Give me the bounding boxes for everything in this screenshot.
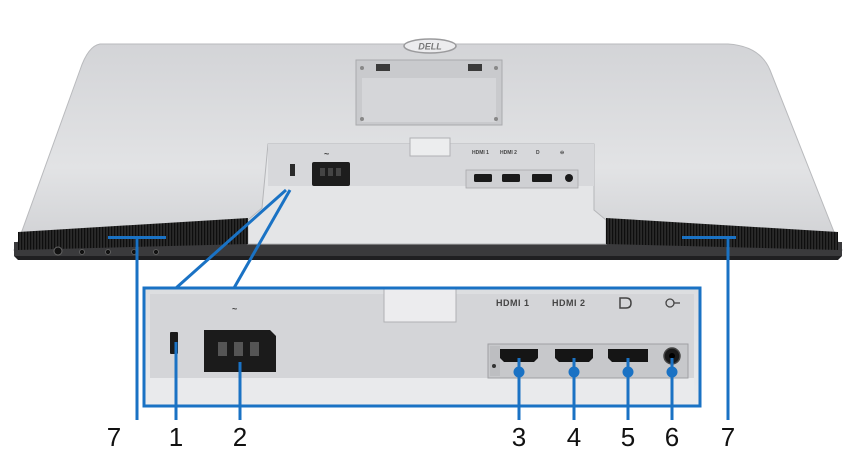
callout-4: 4 [567, 422, 581, 452]
svg-text:DELL: DELL [418, 42, 442, 52]
hdmi-2-label: HDMI 2 [552, 298, 586, 308]
svg-text:~: ~ [324, 149, 330, 159]
vesa-screw-hole [376, 64, 390, 71]
hdmi-1-label: HDMI 1 [496, 298, 530, 308]
svg-text:~: ~ [232, 304, 238, 314]
cable-clip [383, 287, 457, 323]
control-buttons [53, 246, 159, 256]
callout-7-right: 7 [721, 422, 735, 452]
hdmi-2-port [555, 349, 593, 362]
bottom-vent-right [606, 218, 838, 250]
svg-text:HDMI 1: HDMI 1 [472, 150, 489, 156]
security-lock-slot-small [290, 164, 295, 176]
displayport-icon [619, 297, 632, 309]
svg-text:HDMI 2: HDMI 2 [500, 150, 517, 156]
bottom-vent-left [18, 218, 248, 250]
displayport [608, 349, 648, 362]
vesa-mount-recess [355, 59, 503, 126]
callout-5: 5 [621, 422, 635, 452]
dell-logo: DELL [403, 38, 457, 54]
io-panel-zoom: ~ HDMI 1 HDMI 2 [142, 286, 702, 408]
callout-leaders [135, 238, 730, 420]
vesa-screw-hole [468, 64, 482, 71]
callout-2: 2 [233, 422, 247, 452]
zoom-connector [175, 188, 292, 290]
svg-text:⊖: ⊖ [560, 150, 564, 156]
audio-jack-small [565, 174, 573, 182]
zoom-frame [142, 286, 702, 408]
io-recess-small: ~ HDMI 1 HDMI 2 D ⊖ [247, 137, 607, 245]
callout-numbers: 7 1 2 3 4 5 6 7 [107, 422, 735, 452]
hdmi-1-port [500, 349, 538, 362]
displayport-small [532, 174, 552, 182]
hdmi-1-port-small [474, 174, 492, 182]
svg-text:D: D [536, 150, 540, 156]
callout-6: 6 [665, 422, 679, 452]
headphone-icon [665, 298, 680, 308]
callout-1: 1 [169, 422, 183, 452]
callout-7-left: 7 [107, 422, 121, 452]
hdmi-2-port-small [502, 174, 520, 182]
callout-3: 3 [512, 422, 526, 452]
